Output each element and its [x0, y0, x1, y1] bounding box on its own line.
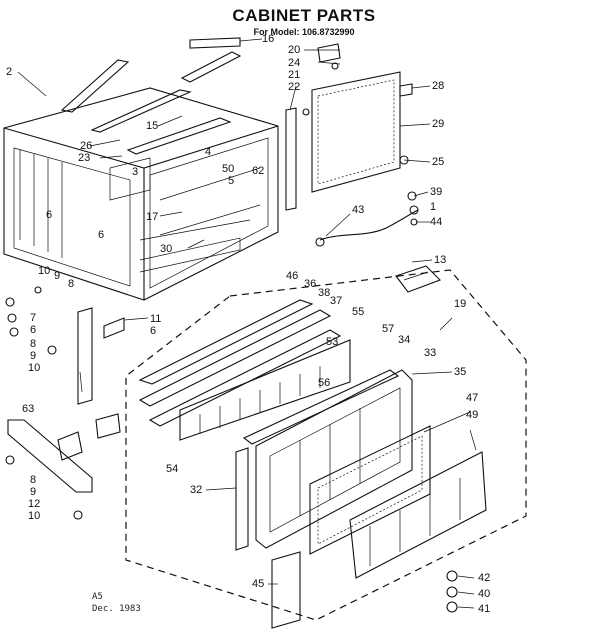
- control-plate: [395, 265, 441, 293]
- callout-53: 53: [326, 336, 338, 348]
- top-rails: [60, 37, 242, 155]
- callout-8a: 8: [68, 278, 74, 290]
- callout-43: 43: [352, 204, 364, 216]
- callout-10a: 10: [38, 265, 50, 277]
- wire-harness: [315, 191, 419, 247]
- callout-40: 40: [478, 588, 490, 600]
- front-panel: [255, 369, 413, 549]
- callout-6d: 6: [150, 325, 156, 337]
- callout-7: 7: [30, 312, 36, 324]
- filter-panel-group: [285, 43, 413, 211]
- callout-47: 47: [466, 392, 478, 404]
- callout-10b: 10: [28, 362, 40, 374]
- callout-3: 3: [132, 166, 138, 178]
- filters: [309, 425, 487, 579]
- callout-38: 38: [318, 287, 330, 299]
- callout-8b: 8: [30, 338, 36, 350]
- callout-37: 37: [330, 295, 342, 307]
- callout-34: 34: [398, 334, 410, 346]
- callout-57: 57: [382, 323, 394, 335]
- diagram-title: CABINET PARTS: [232, 6, 376, 25]
- callout-56: 56: [318, 377, 330, 389]
- callout-2: 2: [6, 66, 12, 78]
- callout-30: 30: [160, 243, 172, 255]
- callout-39: 39: [430, 186, 442, 198]
- callout-1: 1: [430, 201, 436, 213]
- callout-22: 22: [288, 81, 300, 93]
- callout-4: 4: [205, 146, 211, 158]
- callout-9b: 9: [30, 350, 36, 362]
- cabinet-shell: [3, 87, 279, 301]
- callout-25: 25: [432, 156, 444, 168]
- callout-50: 50: [222, 163, 234, 175]
- callout-63: 63: [22, 403, 34, 415]
- callout-20: 20: [288, 44, 300, 56]
- callout-24: 24: [288, 57, 300, 69]
- side-trim: [235, 447, 458, 629]
- callout-13: 13: [434, 254, 446, 266]
- callout-32: 32: [190, 484, 202, 496]
- callout-19: 19: [454, 298, 466, 310]
- callout-12: 12: [28, 498, 40, 510]
- side-brackets: [5, 286, 125, 520]
- model-number: For Model: 106.8732990: [253, 27, 355, 37]
- callout-44: 44: [430, 216, 442, 228]
- callout-35: 35: [454, 366, 466, 378]
- callout-55: 55: [352, 306, 364, 318]
- callout-29: 29: [432, 118, 444, 130]
- callout-6c: 6: [30, 324, 36, 336]
- callout-54: 54: [166, 463, 178, 475]
- callout-labels: 16 20 24 21 22 28 29 25 39 1 44 43 13 2 …: [6, 33, 490, 615]
- callout-6b: 6: [98, 229, 104, 241]
- revision-code: A5: [92, 592, 103, 602]
- callout-46: 46: [286, 270, 298, 282]
- callout-23: 23: [78, 152, 90, 164]
- front-assembly-boundary: [125, 269, 527, 621]
- callout-45: 45: [252, 578, 264, 590]
- leader-lines: [17, 38, 477, 609]
- callout-5: 5: [228, 175, 234, 187]
- callout-15: 15: [146, 120, 158, 132]
- callout-17: 17: [146, 211, 158, 223]
- callout-9a: 9: [54, 270, 60, 282]
- callout-41: 41: [478, 603, 490, 615]
- callout-11: 11: [150, 313, 161, 325]
- callout-16: 16: [262, 33, 274, 45]
- callout-36: 36: [304, 278, 316, 290]
- callout-21: 21: [288, 69, 300, 81]
- callout-49: 49: [466, 409, 478, 421]
- callout-42: 42: [478, 572, 490, 584]
- callout-26: 26: [80, 140, 92, 152]
- callout-10c: 10: [28, 510, 40, 522]
- callout-8c: 8: [30, 474, 36, 486]
- callout-6a: 6: [46, 209, 52, 221]
- grille-assembly: [138, 299, 400, 445]
- callout-33: 33: [424, 347, 436, 359]
- callout-62: 62: [252, 165, 264, 177]
- callout-9c: 9: [30, 486, 36, 498]
- revision-date: Dec. 1983: [92, 604, 141, 614]
- callout-28: 28: [432, 80, 444, 92]
